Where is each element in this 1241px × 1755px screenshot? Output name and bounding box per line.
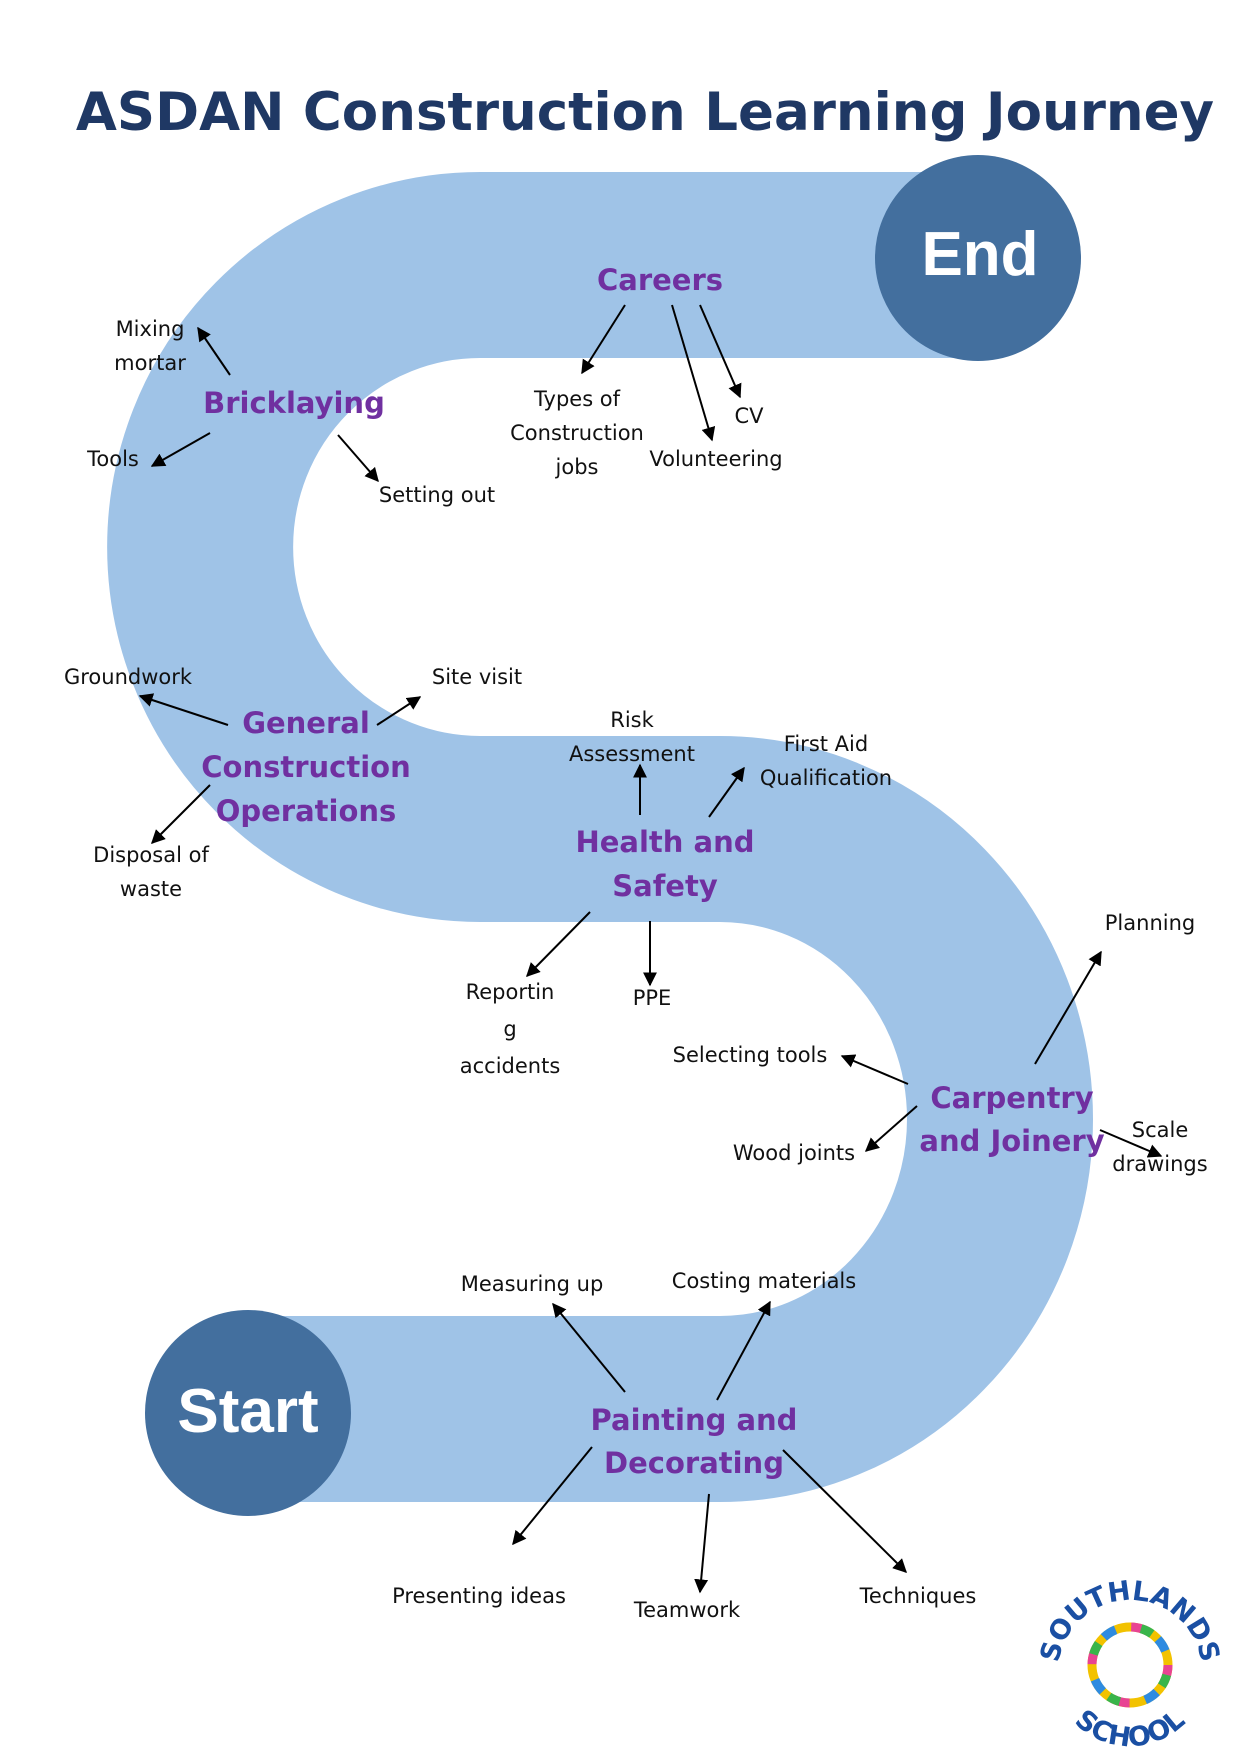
text-line: Selecting tools	[673, 1043, 828, 1067]
note-teamwork: Teamwork	[633, 1598, 741, 1622]
text-line: Disposal of	[93, 843, 209, 867]
note-site-visit: Site visit	[432, 665, 522, 689]
journey-path	[107, 172, 1093, 1502]
note-measuring-up: Measuring up	[461, 1272, 604, 1296]
text-line: Decorating	[604, 1446, 784, 1480]
children-ring-icon	[1087, 1622, 1173, 1708]
topic-carpentry-and-joinery: Carpentry and Joinery	[919, 1081, 1104, 1158]
note-techniques: Techniques	[859, 1584, 977, 1608]
text-line: Bricklaying	[203, 386, 385, 420]
text-line: mortar	[114, 351, 186, 375]
text-line: and Joinery	[919, 1124, 1104, 1158]
topic-careers: Careers	[597, 263, 723, 297]
text-line: Reportin	[466, 980, 555, 1004]
connector-arrows	[138, 304, 1163, 1594]
text-line: General	[242, 706, 370, 740]
note-ppe: PPE	[633, 986, 672, 1010]
text-line: Planning	[1105, 911, 1195, 935]
note-cv: CV	[734, 404, 764, 428]
text-line: Site visit	[432, 665, 522, 689]
note-presenting-ideas: Presenting ideas	[392, 1584, 566, 1608]
text-line: Teamwork	[633, 1598, 741, 1622]
text-line: Operations	[216, 794, 397, 828]
note-selecting-tools: Selecting tools	[673, 1043, 828, 1067]
note-setting-out: Setting out	[379, 483, 495, 507]
end-marker: End	[875, 155, 1081, 361]
note-disposal-of-waste: Disposal of waste	[93, 843, 209, 901]
text-line: First Aid	[784, 732, 868, 756]
text-line: Costing materials	[672, 1269, 856, 1293]
text-line: Construction	[201, 750, 411, 784]
text-line: jobs	[555, 455, 599, 479]
text-line: Presenting ideas	[392, 1584, 566, 1608]
text-line: Assessment	[569, 742, 695, 766]
text-line: Wood joints	[733, 1141, 855, 1165]
text-line: Measuring up	[461, 1272, 604, 1296]
text-line: waste	[120, 877, 182, 901]
note-tools: Tools	[86, 447, 139, 471]
text-line: PPE	[633, 986, 672, 1010]
start-label: Start	[177, 1377, 318, 1446]
note-groundwork: Groundwork	[64, 665, 193, 689]
text-line: Construction	[510, 421, 644, 445]
end-label: End	[921, 220, 1038, 289]
text-line: CV	[734, 404, 764, 428]
text-line: g	[503, 1017, 516, 1041]
note-costing-materials: Costing materials	[672, 1269, 856, 1293]
text-line: Painting and	[591, 1403, 798, 1437]
text-line: Groundwork	[64, 665, 193, 689]
text-line: Carpentry	[930, 1081, 1093, 1115]
note-planning: Planning	[1105, 911, 1195, 935]
text-line: Setting out	[379, 483, 495, 507]
southlands-school-logo: SOUTHLANDS SCHOOL	[1035, 1575, 1226, 1753]
text-line: Risk	[610, 708, 654, 732]
logo-bottom-text: SCHOOL	[1069, 1704, 1191, 1754]
text-line: Mixing	[116, 317, 185, 341]
text-line: Safety	[612, 869, 718, 903]
text-line: Qualification	[760, 766, 892, 790]
note-wood-joints: Wood joints	[733, 1141, 855, 1165]
text-line: accidents	[460, 1054, 561, 1078]
text-line: Techniques	[859, 1584, 977, 1608]
note-types-of-construction-jobs: Types of Construction jobs	[510, 387, 644, 479]
text-line: Scale	[1132, 1118, 1189, 1142]
topic-bricklaying: Bricklaying	[203, 386, 385, 420]
note-mixing-mortar: Mixing mortar	[114, 317, 186, 375]
text-line: Careers	[597, 263, 723, 297]
note-reporting-accidents: Reportin g accidents	[460, 980, 561, 1078]
text-line: Tools	[86, 447, 139, 471]
start-marker: Start	[145, 1310, 351, 1516]
text-line: Health and	[575, 825, 754, 859]
note-volunteering: Volunteering	[649, 447, 782, 471]
text-line: Types of	[533, 387, 621, 411]
page-title: ASDAN Construction Learning Journey	[76, 82, 1214, 143]
text-line: Volunteering	[649, 447, 782, 471]
